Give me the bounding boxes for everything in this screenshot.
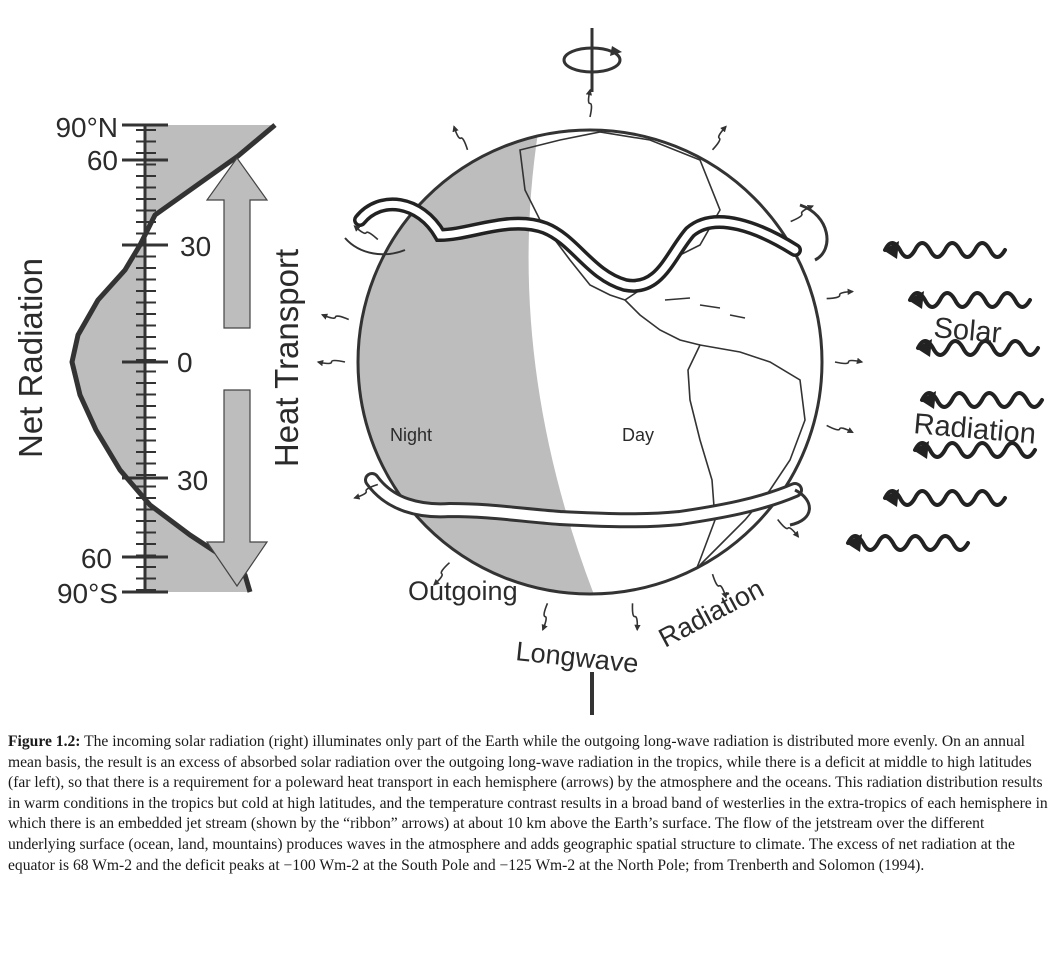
radiation-label: Radiation [912,408,1037,451]
solar-arrow-head [913,441,929,459]
south-america-coast [687,344,806,586]
solar-arrow-head [916,339,932,357]
outgoing-longwave-arrow [452,125,469,151]
tick-0: 0 [177,347,193,378]
solar-arrow-head [883,241,899,259]
heat-transport-arrows [205,156,269,588]
caption-text: The incoming solar radiation (right) ill… [8,733,1048,874]
outgoing-longwave-arrow [433,562,451,586]
night-label: Night [390,425,432,445]
solar-wave-arrow [913,441,1037,459]
heat-transport-up-arrow [205,156,269,329]
outgoing-longwave-label: Outgoing [408,576,518,606]
solar-wave-arrow [883,489,1007,507]
latitude-minor-ticks [136,129,156,591]
globe-outline [356,128,824,596]
outgoing-longwave-arrow [777,518,800,538]
outgoing-longwave-word2: Longwave [514,636,640,679]
figure-caption: Figure 1.2: The incoming solar radiation… [8,732,1048,876]
tick-90N: 90°N [55,112,118,143]
outgoing-longwave-arrow [353,225,379,241]
heat-transport-down-arrow [205,389,269,588]
night-shading [358,130,600,594]
solar-label: Solar [932,312,1003,350]
solar-wave-arrow [883,241,1007,259]
solar-arrow-head [908,291,924,309]
earth-globe: Night Day [344,128,829,596]
caribbean-islands [664,297,746,319]
solar-radiation-arrows [846,241,1044,552]
outgoing-longwave-arrow [585,88,593,118]
tick-60N: 60 [87,145,118,176]
tick-30S: 30 [177,465,208,496]
day-label: Day [622,425,654,445]
net-radiation-shading [72,125,275,592]
caption-label: Figure 1.2: [8,733,81,750]
outgoing-longwave-arrow [320,313,350,321]
outgoing-longwave-arrow [711,573,728,599]
net-radiation-label: Net Radiation [12,258,49,458]
solar-arrow-head [883,489,899,507]
solar-arrow-head [846,534,862,552]
solar-wave-arrow [916,339,1040,357]
outgoing-longwave-arrow [790,204,814,223]
solar-wave-arrow [920,391,1044,409]
solar-arrow-head [920,391,936,409]
outgoing-longwave-arrow [631,603,641,632]
outgoing-longwave-arrow [711,125,727,151]
solar-wave-arrow [846,534,970,552]
tick-90S: 90°S [57,578,118,609]
outgoing-longwave-arrow [316,359,346,367]
outgoing-longwave-arrows [316,88,864,632]
outgoing-longwave-arrow [826,424,854,434]
central-america-coast [624,299,701,346]
net-radiation-panel: 90°N 60 30 0 30 60 90°S Net Radiation [12,112,277,609]
tick-60S: 60 [81,543,112,574]
solar-wave-arrow [908,291,1032,309]
outgoing-longwave-arrow [353,483,379,500]
outgoing-longwave-arrow [541,602,549,632]
tick-30N: 30 [180,231,211,262]
heat-transport-label: Heat Transport [268,249,305,467]
energy-balance-diagram: 90°N 60 30 0 30 60 90°S Net Radiation He… [12,28,1044,715]
earth-rotation-icon [562,28,622,92]
outgoing-longwave-word3: Radiation [654,573,769,653]
outgoing-longwave-arrow [834,357,864,365]
outgoing-longwave-arrow [826,288,855,300]
net-radiation-curve [69,123,277,593]
